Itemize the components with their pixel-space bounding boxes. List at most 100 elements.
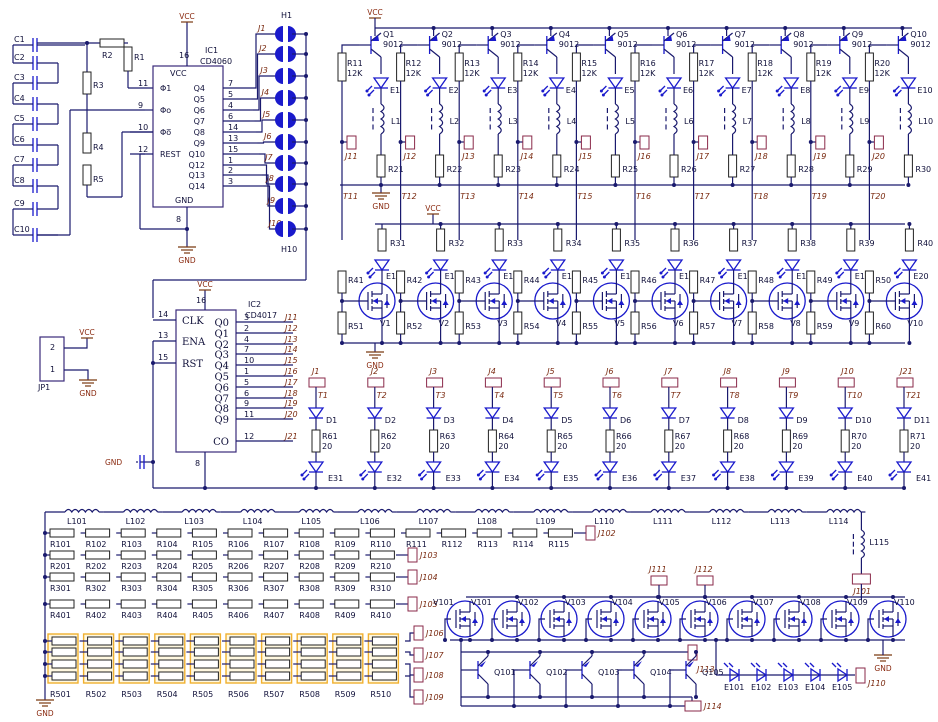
net-label: T2 — [377, 391, 387, 400]
resistor-label: R408 — [299, 611, 320, 620]
arrow-head — [718, 271, 722, 275]
resistor — [376, 154, 386, 178]
resistor — [334, 599, 360, 609]
resistor-label: R23 — [505, 165, 521, 174]
net-label: T19 — [812, 192, 827, 201]
pnp-transistor-icon — [652, 32, 675, 58]
mosfet-label: V103 — [565, 598, 586, 607]
wire — [581, 655, 593, 667]
junction-dot — [848, 341, 853, 345]
resistor — [454, 311, 464, 335]
junction-dot — [555, 341, 560, 345]
arrow-head — [602, 275, 606, 279]
resistor-value: 20 — [381, 442, 391, 451]
diode-label: D8 — [738, 416, 749, 425]
jack — [661, 377, 679, 388]
coil-label: L7 — [743, 117, 753, 126]
jack-label: J111 — [647, 565, 667, 574]
channel-arrow — [696, 616, 701, 622]
ic1-pin-number: 3 — [228, 177, 233, 186]
diode-triangle — [549, 259, 567, 272]
junction-dot — [673, 341, 677, 345]
ic2-pin-name: Q1 — [214, 329, 229, 340]
led-icon — [834, 77, 859, 97]
net-label: J10 — [267, 219, 282, 228]
diode-triangle — [901, 259, 918, 272]
coil — [379, 103, 385, 135]
ic1-pin-number: 1 — [228, 156, 233, 165]
wire — [669, 669, 674, 706]
transistor-label: Q103 — [598, 668, 620, 677]
ic2-pin-name: Q3 — [214, 350, 229, 361]
resistor-label: R204 — [157, 562, 178, 571]
jack-label: J17 — [695, 152, 710, 161]
resistor — [122, 671, 148, 681]
resistor — [193, 659, 219, 669]
wire — [726, 618, 733, 640]
diode-triangle — [489, 77, 507, 90]
junction-dot — [797, 595, 801, 599]
net-label: J9 — [266, 196, 275, 205]
pin-number: 8 — [195, 459, 200, 468]
transistor-label: Q102 — [546, 668, 568, 677]
net-label: J3 — [258, 66, 267, 75]
diode-label: D5 — [561, 416, 572, 425]
coil — [416, 508, 452, 514]
resistor — [265, 659, 291, 669]
resistor-label: R17 — [699, 59, 715, 68]
net-label: J14 — [283, 345, 298, 354]
arrow-head — [484, 93, 488, 97]
resistor — [553, 228, 563, 252]
transistor-label: Q1 — [383, 30, 394, 39]
junction-dot — [790, 341, 795, 345]
resistor-label: R103 — [121, 540, 142, 549]
wire — [491, 618, 498, 640]
resistor — [334, 550, 360, 560]
arrow-head — [895, 275, 899, 279]
coil-label: L3 — [508, 117, 518, 126]
resistor — [156, 550, 182, 560]
jack-label: J16 — [636, 152, 651, 161]
resistor — [265, 636, 291, 646]
led-icon — [365, 77, 390, 97]
junction-dot — [731, 341, 736, 345]
mosfet-icon — [446, 600, 484, 638]
resistor-label: R67 — [675, 432, 691, 441]
jack — [484, 377, 502, 388]
jack — [585, 525, 596, 541]
transistor-label: Q3 — [500, 30, 511, 39]
ic1-pin-number: 14 — [228, 123, 238, 132]
resistor — [336, 659, 362, 669]
led-label: E14 — [562, 272, 577, 281]
led-label: E41 — [916, 474, 931, 483]
switch-half — [275, 176, 283, 192]
ic2-pin-name: ENA — [182, 337, 206, 348]
junction-dot — [459, 638, 463, 642]
diode-label: D7 — [679, 416, 690, 425]
resistor — [689, 270, 699, 294]
mosfet-label: V102 — [518, 598, 539, 607]
resistor — [571, 311, 581, 335]
ic2-pin-number: 7 — [244, 345, 249, 354]
wire — [538, 618, 545, 640]
resistor-label: R308 — [299, 584, 320, 593]
arrow-head — [661, 275, 665, 279]
coil-label: L10 — [918, 117, 933, 126]
arrow-head — [720, 275, 724, 279]
diode-triangle — [783, 259, 801, 272]
inductor-icon — [841, 103, 854, 135]
resistor-label: R55 — [582, 322, 598, 331]
arrow-head — [485, 275, 489, 279]
wire — [755, 662, 761, 668]
led-icon — [829, 461, 854, 481]
transistor-label: Q6 — [676, 30, 687, 39]
resistor-label: R207 — [264, 562, 285, 571]
transistor-type: 9012 — [852, 40, 872, 49]
wire — [868, 44, 887, 53]
led-label: E103 — [778, 683, 798, 692]
resistor-label: R54 — [524, 322, 540, 331]
diode-label: D11 — [914, 416, 930, 425]
wire — [723, 662, 729, 668]
